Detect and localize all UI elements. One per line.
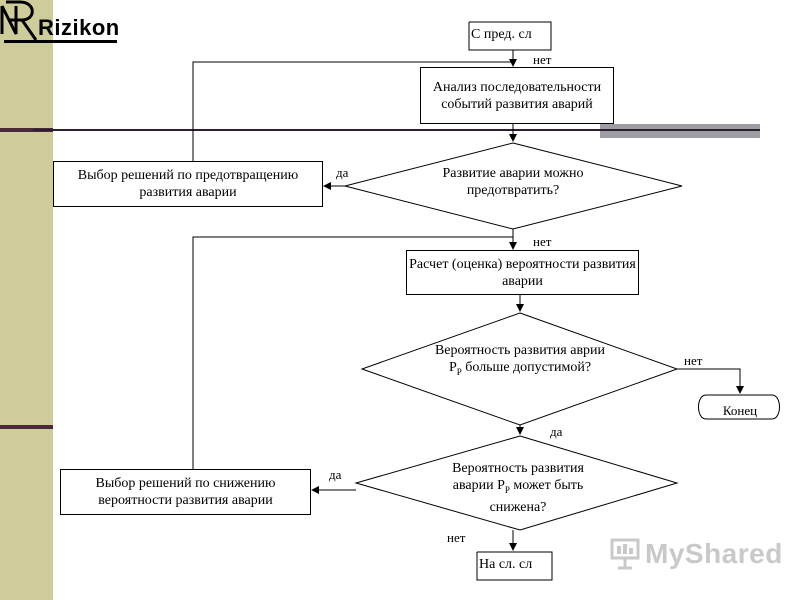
choice-reduce-box: Выбор решений по снижению вероятности ра… (60, 469, 311, 515)
label-no-prevent: нет (533, 234, 552, 249)
decision-probability-text-tail: больше допустимой? (461, 360, 592, 375)
connector-loop-prevent (192, 61, 513, 161)
decision-probability-text-main: Вероятность развития аврии Р (434, 343, 606, 375)
sidebar-strip (0, 0, 53, 600)
label-no-probability: нет (684, 353, 703, 368)
label-yes-reduce: да (329, 467, 342, 482)
calc-box: Расчет (оценка) вероятности развития ава… (406, 250, 639, 295)
header-rule (33, 129, 600, 131)
label-yes-probability: да (550, 424, 563, 439)
decision-reduce-text-tail: может быть снижена? (489, 478, 584, 515)
connector-probability-end (677, 368, 744, 394)
start-connector-shape (468, 21, 552, 51)
end-node-text: Конец (722, 403, 758, 418)
sidebar-divider-top (0, 128, 53, 132)
rizikon-logo: Rizikon (0, 0, 125, 44)
choice-prevent-box: Выбор решений по предотвращению развития… (53, 161, 323, 207)
decision-probability-subscript: Р (456, 366, 462, 377)
decision-reduce-shape (354, 435, 679, 531)
connector-loop-reduce (192, 236, 513, 470)
decision-prevent-shape (344, 142, 683, 230)
choice-reduce-text: Выбор решений по снижению вероятности ра… (95, 476, 276, 508)
logo-text: Rizikon (38, 15, 120, 40)
next-node: На сл. сл (479, 557, 533, 572)
header-rule-band-line (600, 129, 760, 131)
watermark-text: MyShared (645, 538, 783, 569)
decision-reduce-text: Вероятность развития аварии РР может быт… (430, 460, 606, 516)
end-terminator-shape (698, 394, 780, 420)
choice-prevent-text: Выбор решений по предотвращению развития… (77, 168, 299, 200)
decision-probability-shape (360, 312, 679, 426)
analysis-box: Анализ последовательности событий развит… (420, 67, 614, 124)
label-no-top: нет (533, 52, 552, 67)
presentation-board-icon (610, 538, 640, 570)
logo-underline (4, 40, 117, 43)
decision-reduce-text-main: Вероятность развития аварии Р (452, 461, 584, 493)
decision-reduce-subscript: Р (504, 484, 510, 495)
analysis-text: Анализ последовательности событий развит… (432, 79, 602, 112)
calc-text: Расчет (оценка) вероятности развития ава… (409, 256, 636, 289)
decision-prevent-text: Развитие аварии можно предотвратить? (442, 166, 584, 198)
start-node: С пред. сл (471, 27, 532, 42)
header-rule-band (600, 124, 760, 138)
sidebar-divider-bottom (0, 425, 53, 429)
next-connector-shape (476, 551, 553, 581)
label-yes-prevent: да (336, 165, 349, 180)
rizikon-logo-mark-icon (0, 0, 38, 41)
decision-probability-text: Вероятность развития аврии РР больше доп… (430, 342, 610, 381)
label-no-reduce: нет (447, 530, 466, 545)
